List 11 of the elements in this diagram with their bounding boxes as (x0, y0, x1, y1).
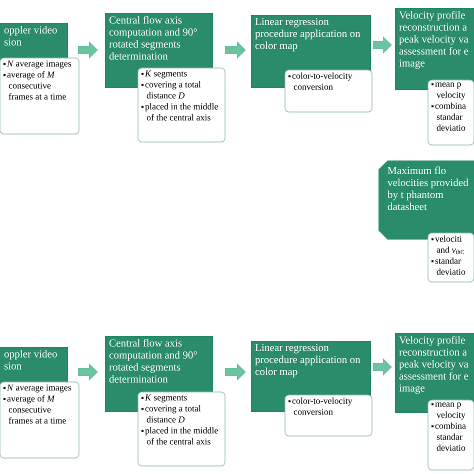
process-box: oppler video sion (0, 23, 68, 62)
bullet-list-box: velociti and v$_{thC}$ standar deviatio (428, 232, 474, 282)
bullet-list-box: color-to-velocity conversion (284, 70, 372, 112)
bullet-list-box: mean p velocity combina standar deviatio (428, 80, 474, 146)
bullet-list-box: K segments covering a total distance D placed in the middle of the central axis (138, 392, 226, 466)
bullet-list-box: color-to-velocity conversion (284, 394, 372, 436)
bullet-list-box: K segments covering a total distance D placed in the middle of the central axis (138, 68, 226, 142)
bullet-list-box: N average images average of M consecutive frames at a time (0, 58, 80, 134)
process-box: oppler video sion (0, 347, 68, 384)
bullet-list-box: N average images average of M consecutive frames at a time (0, 382, 80, 458)
bullet-list-box: mean p velocity combina standar deviatio (428, 400, 474, 470)
